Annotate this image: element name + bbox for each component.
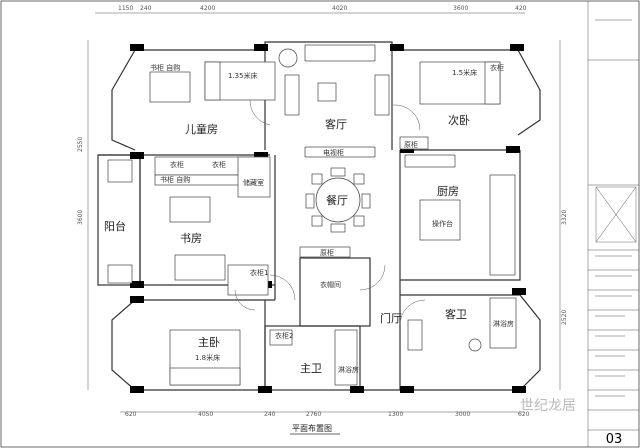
label-bed-master: 1.8米床 xyxy=(195,353,220,362)
dim-bottom-2: 240 xyxy=(264,411,276,418)
label-bookcase-study: 书柜 自购 xyxy=(160,175,190,184)
dim-left-1: 3600 xyxy=(77,210,84,225)
label-wardrobe-2: 衣柜2 xyxy=(275,331,293,340)
label-wardrobe-study-1: 衣柜 xyxy=(170,160,184,169)
door-swings xyxy=(234,99,426,326)
dim-top-2: 4200 xyxy=(200,5,215,12)
dim-top-0: 1150 xyxy=(118,5,133,12)
room-work-table: 操作台 xyxy=(432,219,453,228)
structural-columns xyxy=(130,44,526,393)
room-storage: 储藏室 xyxy=(243,178,264,187)
room-foyer: 门厅 xyxy=(380,311,402,325)
dim-bottom-5: 3000 xyxy=(455,411,470,418)
label-bookcase-top: 书柜 自购 xyxy=(150,63,180,72)
room-shower-guest: 淋浴房 xyxy=(493,319,514,328)
dim-bottom-3: 2760 xyxy=(306,411,321,418)
dim-bottom-0: 620 xyxy=(125,411,137,418)
room-master-bedroom: 主卧 xyxy=(198,336,220,349)
dim-bottom-4: 1300 xyxy=(388,411,403,418)
label-wardrobe-second: 衣柜 xyxy=(490,63,504,72)
plan-caption: 平面布置图 xyxy=(292,423,332,433)
label-tall-cabinet-1: 原柜 xyxy=(404,140,418,149)
room-study: 书房 xyxy=(180,232,202,245)
furniture xyxy=(107,44,517,386)
dim-right-1: 2520 xyxy=(561,310,568,325)
label-wardrobe-1: 衣柜1 xyxy=(250,268,268,277)
page-number: 03 xyxy=(606,432,623,447)
room-balcony: 阳台 xyxy=(104,219,126,233)
label-bed-second: 1.5米床 xyxy=(452,68,477,77)
dim-top-3: 4020 xyxy=(332,5,347,12)
dim-left-0: 2550 xyxy=(77,137,84,152)
dim-top-5: 420 xyxy=(515,5,527,12)
room-master-bath: 主卫 xyxy=(300,362,322,375)
dim-right-0: 3320 xyxy=(561,210,568,225)
room-cloakroom: 衣帽间 xyxy=(320,280,341,289)
room-kids: 儿童房 xyxy=(185,122,218,136)
watermark-text: 世纪龙居 xyxy=(520,398,576,414)
label-wardrobe-study-2: 衣柜 xyxy=(212,160,226,169)
label-bed-kids: 1.35米床 xyxy=(228,71,258,80)
dim-top-4: 3600 xyxy=(453,5,468,12)
room-kitchen: 厨房 xyxy=(437,185,459,198)
room-living: 客厅 xyxy=(325,117,347,131)
room-guest-bath: 客卫 xyxy=(445,307,467,321)
room-shower-master: 淋浴房 xyxy=(338,365,359,374)
label-tv-cabinet: 电视柜 xyxy=(323,148,344,157)
dim-bottom-1: 4050 xyxy=(198,411,213,418)
label-tall-cabinet-2: 原柜 xyxy=(320,248,334,257)
dim-top-1: 240 xyxy=(140,5,152,12)
room-second-bedroom: 次卧 xyxy=(448,113,470,127)
dim-bottom-6: 620 xyxy=(518,411,530,418)
room-dining: 餐厅 xyxy=(326,193,348,207)
